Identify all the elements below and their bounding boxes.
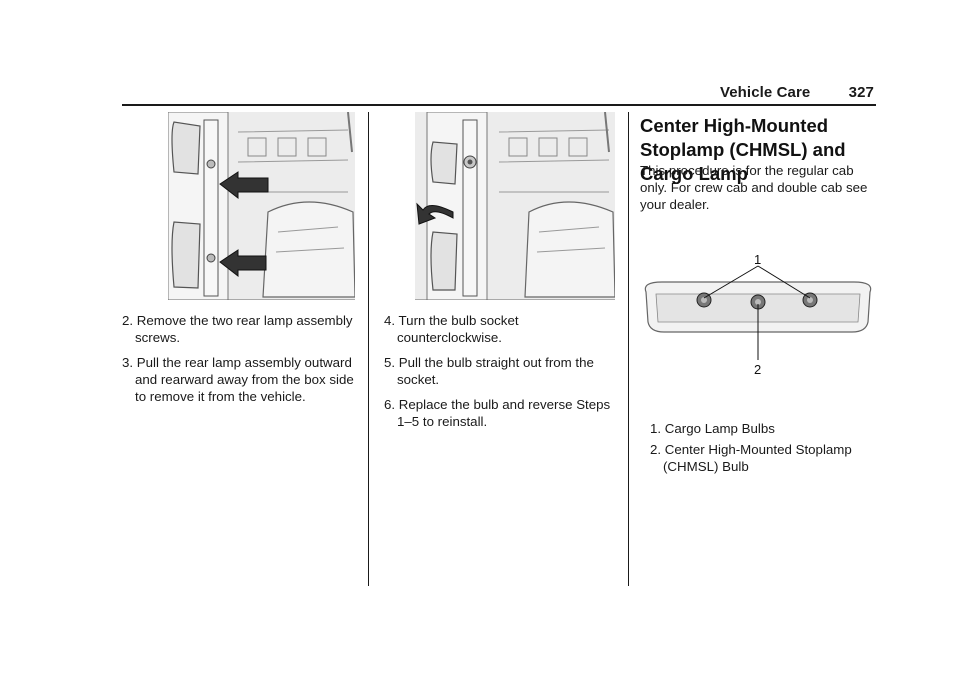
intro-paragraph: This procedure is for the regular cab on… [640,163,868,212]
cargo-lamp-bulb-right [802,292,818,308]
legend-item: 2. Center High-Mounted Stoplamp (CHMSL) … [650,442,852,474]
callout-1: 1 [754,252,761,267]
header-rule [122,104,876,106]
bulb-socket-figure [415,112,615,300]
column-divider-1 [368,112,369,586]
column-divider-2 [628,112,629,586]
step-item: 5. Pull the bulb straight out from the s… [384,355,594,387]
step-item: 6. Replace the bulb and reverse Steps 1–… [384,397,611,429]
page-number: 327 [848,84,874,101]
rear-lamp-screws-figure [168,112,355,300]
section-heading: Center High-Mounted Stoplamp (CHMSL) and… [640,115,846,184]
callout-2: 2 [754,362,761,377]
chmsl-figure: 1 2 [642,252,874,378]
column-1-steps: 2. Remove the two rear lamp assembly scr… [122,312,358,413]
legend-item: 1. Cargo Lamp Bulbs [650,421,775,436]
step-item: 3. Pull the rear lamp assembly outward a… [122,355,354,404]
column-2-steps: 4. Turn the bulb socket counterclockwise… [384,312,620,438]
running-header: Vehicle Care 327 [720,84,874,101]
step-item: 2. Remove the two rear lamp assembly scr… [122,313,353,345]
step-item: 4. Turn the bulb socket counterclockwise… [384,313,519,345]
section-title: Vehicle Care [719,84,811,101]
figure-legend: 1. Cargo Lamp Bulbs 2. Center High-Mount… [650,420,876,479]
